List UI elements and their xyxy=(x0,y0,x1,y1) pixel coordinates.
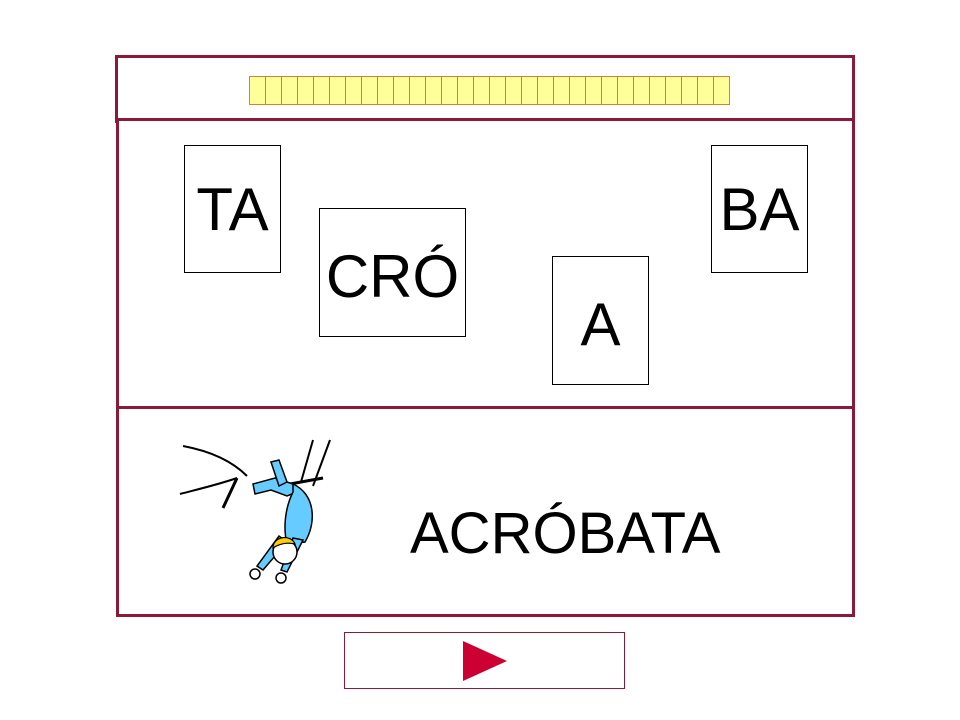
trapeze-acrobat-icon xyxy=(179,439,331,584)
answer-slot[interactable] xyxy=(250,77,266,104)
answer-slot[interactable] xyxy=(410,77,426,104)
answer-slot[interactable] xyxy=(442,77,458,104)
syllable-card-ba[interactable]: BA xyxy=(711,145,808,273)
answer-slot[interactable] xyxy=(346,77,362,104)
answer-slot[interactable] xyxy=(506,77,522,104)
answer-slot[interactable] xyxy=(650,77,666,104)
answer-slot[interactable] xyxy=(490,77,506,104)
answer-slot[interactable] xyxy=(602,77,618,104)
answer-slot-strip[interactable] xyxy=(249,76,730,105)
answer-slot[interactable] xyxy=(362,77,378,104)
word-panel xyxy=(116,406,855,617)
answer-slot[interactable] xyxy=(586,77,602,104)
answer-slot[interactable] xyxy=(426,77,442,104)
play-arrow-icon xyxy=(462,640,507,681)
answer-slot[interactable] xyxy=(570,77,586,104)
answer-slot[interactable] xyxy=(282,77,298,104)
answer-slot[interactable] xyxy=(634,77,650,104)
answer-slot[interactable] xyxy=(698,77,714,104)
syllable-card-ta[interactable]: TA xyxy=(184,145,281,273)
syllable-card-cro[interactable]: CRÓ xyxy=(319,208,466,337)
target-word: ACRÓBATA xyxy=(410,501,721,566)
answer-slot[interactable] xyxy=(714,77,730,104)
answer-slot[interactable] xyxy=(538,77,554,104)
answer-slot[interactable] xyxy=(394,77,410,104)
answer-slot[interactable] xyxy=(298,77,314,104)
answer-slot[interactable] xyxy=(378,77,394,104)
answer-slot[interactable] xyxy=(618,77,634,104)
answer-slot[interactable] xyxy=(330,77,346,104)
answer-slot[interactable] xyxy=(474,77,490,104)
answer-slot[interactable] xyxy=(682,77,698,104)
answer-slot[interactable] xyxy=(314,77,330,104)
answer-slot[interactable] xyxy=(666,77,682,104)
syllable-card-a[interactable]: A xyxy=(552,256,649,385)
answer-slot[interactable] xyxy=(522,77,538,104)
answer-slot[interactable] xyxy=(266,77,282,104)
next-button[interactable] xyxy=(344,632,625,689)
answer-slot[interactable] xyxy=(458,77,474,104)
answer-slot[interactable] xyxy=(554,77,570,104)
